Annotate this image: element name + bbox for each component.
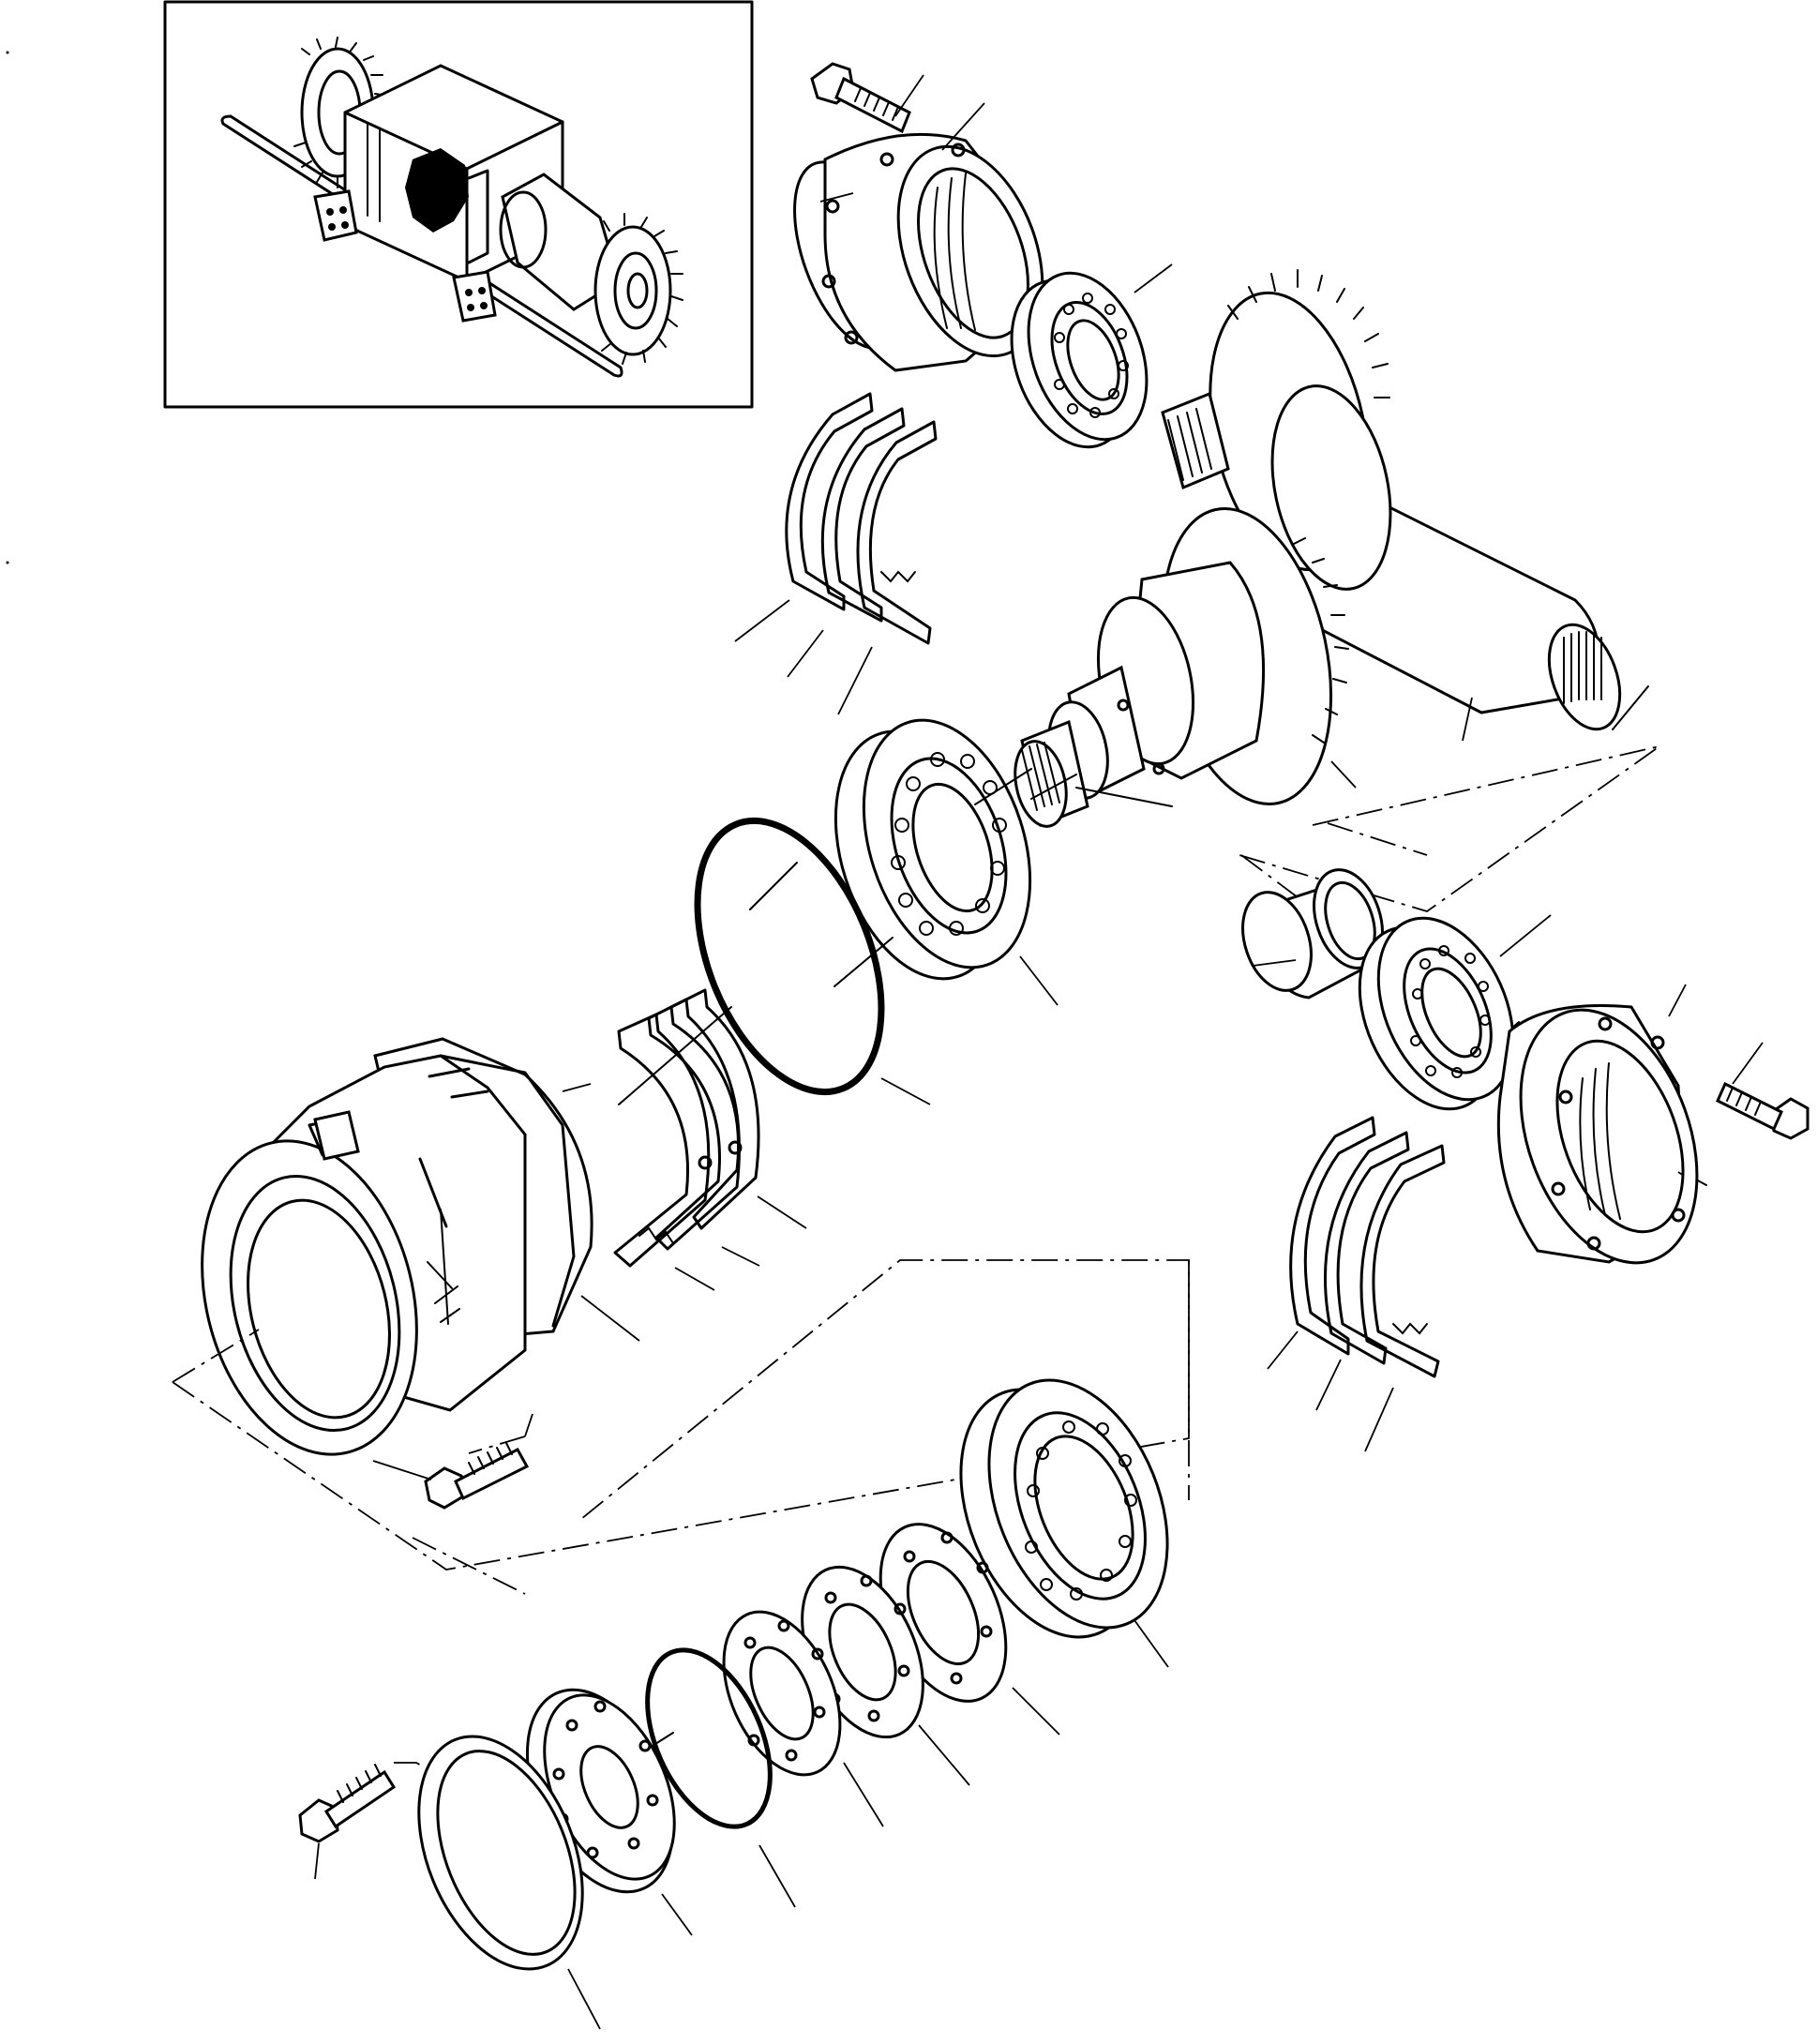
ball-bearing-lower <box>959 1378 1169 1668</box>
inset-right-sprocket <box>499 173 683 365</box>
bolt-upper-left <box>810 62 924 134</box>
bolt-lower-far-left <box>298 1764 397 1880</box>
stray-dot <box>6 561 9 564</box>
shim-set-upper-left <box>734 392 938 715</box>
stray-dot <box>6 51 9 54</box>
ball-bearing-center <box>833 718 1059 1006</box>
output-flange-shaft <box>1014 507 1357 828</box>
shim-set-right <box>1267 1116 1446 1452</box>
bearing-housing-left <box>201 1037 640 1456</box>
bearing-housing-right <box>1496 984 1699 1265</box>
ball-bearing-upper <box>1010 263 1173 449</box>
shim-set-center <box>613 988 807 1291</box>
inset-locator-view <box>163 0 754 409</box>
seal-ring-lower <box>417 1735 601 2030</box>
bushing-right <box>1241 868 1384 999</box>
o-ring-center <box>694 817 931 1105</box>
ball-bearing-right <box>1358 914 1552 1111</box>
bevel-ring-gear-shaft <box>1161 269 1622 742</box>
inset-bracket-blocks <box>313 189 497 323</box>
snap-ring-lower <box>645 1647 796 1908</box>
bolt-right <box>1716 1042 1809 1140</box>
inset-frame <box>163 0 754 409</box>
bolt-lower-left <box>372 1442 530 1510</box>
bearing-housing-upper-left <box>793 102 1044 372</box>
shim-disc-2 <box>722 1610 884 1827</box>
